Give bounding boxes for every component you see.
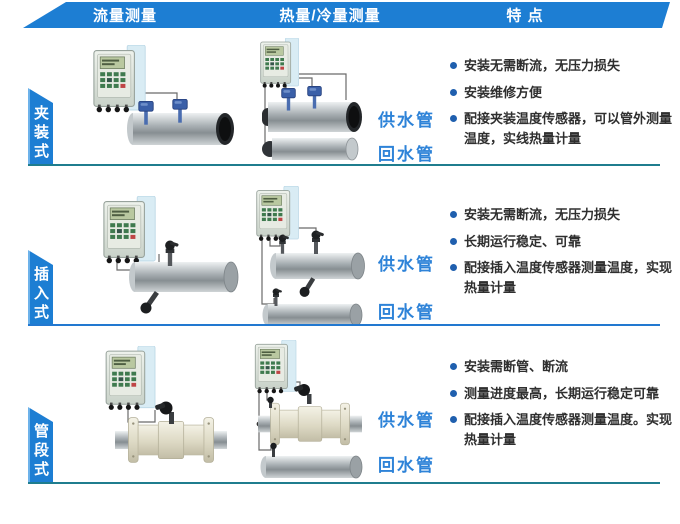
tab-clamp-on-label: 夹装式 <box>32 104 49 162</box>
insertion-heat-illustration <box>256 186 365 326</box>
flanged-meter-icon <box>258 402 362 446</box>
pipe <box>129 261 239 293</box>
pipe-section-flow-illustration <box>105 346 227 463</box>
meter-sensor-head <box>155 401 174 424</box>
transmitter-icon <box>260 38 300 89</box>
return-pipe <box>262 303 363 326</box>
feature-text: 安装维修方便 <box>464 84 543 100</box>
feature-item: 长期运行稳定、可靠 <box>450 232 674 252</box>
feature-list-clamp-on: 安装无需断流，无压力损失 安装维修方便 配接夹装温度传感器，可以管外测量温度，实… <box>450 56 674 155</box>
cable-line <box>127 406 156 423</box>
insertion-sensor-icon <box>311 230 324 254</box>
section-divider <box>28 164 660 166</box>
transmitter-icon <box>93 45 146 113</box>
feature-text: 长期运行稳定、可靠 <box>464 233 582 249</box>
tab-pipe-section-label: 管段式 <box>32 423 49 480</box>
tab-pipe-section-type: 管段式 <box>28 407 53 484</box>
supply-pipe-label: 供水管 <box>378 111 435 130</box>
feature-item: 安装维修方便 <box>450 83 674 103</box>
feature-list-pipe-section: 安装需断管、断流 测量进度最高，长期运行稳定可靠 配接插入温度传感器测量温度。实… <box>450 357 674 456</box>
bullet-icon <box>450 264 457 271</box>
return-pipe <box>260 455 363 479</box>
feature-text: 配接夹装温度传感器，可以管外测量温度，实线热量计量 <box>464 111 673 146</box>
bullet-icon <box>450 416 457 423</box>
tab-insertion-type: 插入式 <box>28 250 53 326</box>
feature-item: 配接插入温度传感器测量温度，实现热量计量 <box>450 258 674 297</box>
column-header-flow: 流量测量 <box>92 7 158 25</box>
clamp-on-flow-illustration <box>93 45 234 145</box>
bullet-icon <box>450 88 457 96</box>
meter-sensor-head <box>294 384 312 404</box>
feature-text: 安装需断管、断流 <box>464 359 569 374</box>
supply-pipe-label: 供水管 <box>378 411 435 430</box>
feature-item: 配接插入温度传感器测量温度。实现热量计量 <box>450 410 674 449</box>
return-pipe-label: 回水管 <box>378 145 435 164</box>
return-pipe-label: 回水管 <box>378 303 435 322</box>
section-divider <box>28 482 660 484</box>
stub-sensor <box>267 396 274 408</box>
insertion-flow-illustration <box>103 196 239 314</box>
bullet-icon <box>450 115 457 122</box>
bullet-icon <box>450 237 457 245</box>
feature-text: 配接插入温度传感器测量温度。实现热量计量 <box>464 412 673 447</box>
feature-text: 测量进度最高，长期运行稳定可靠 <box>464 385 660 401</box>
insertion-probe-below <box>299 277 316 297</box>
tab-insertion-label: 插入式 <box>32 265 49 323</box>
feature-item: 配接夹装温度传感器，可以管外测量温度，实线热量计量 <box>450 109 674 148</box>
flanged-meter-icon <box>115 417 227 463</box>
feature-text: 配接插入温度传感器测量温度，实现热量计量 <box>464 260 673 295</box>
return-pipe <box>262 137 359 161</box>
feature-item: 安装无需断流，无压力损失 <box>450 56 674 76</box>
column-header-heat: 热量/冷量测量 <box>279 7 381 25</box>
bullet-icon <box>450 62 457 69</box>
feature-item: 测量进度最高，长期运行稳定可靠 <box>450 384 674 404</box>
header-bar: 流量测量 热量/冷量测量 特 点 <box>10 2 670 28</box>
transmitter-icon <box>103 196 156 264</box>
feature-item: 安装需断管、断流 <box>450 357 674 377</box>
transmitter-icon <box>254 340 297 394</box>
section-divider <box>28 324 660 326</box>
return-pipe-label: 回水管 <box>378 456 435 475</box>
feature-list-insertion: 安装无需断流，无压力损失 长期运行稳定、可靠 配接插入温度传感器测量温度，实现热… <box>450 205 674 304</box>
supply-pipe <box>270 252 365 280</box>
pipe-section-heat-illustration <box>254 340 363 479</box>
return-pipe-sensor <box>270 442 277 457</box>
insertion-probe-below <box>140 291 159 314</box>
pipe-with-open-end <box>127 113 234 145</box>
bullet-icon <box>450 211 457 218</box>
supply-pipe-label: 供水管 <box>378 255 435 274</box>
transmitter-icon <box>256 186 299 242</box>
feature-text: 安装无需断流，无压力损失 <box>464 58 621 73</box>
feature-text: 安装无需断流，无压力损失 <box>464 207 621 222</box>
feature-item: 安装无需断流，无压力损失 <box>450 205 674 225</box>
tab-clamp-on-type: 夹装式 <box>28 88 53 166</box>
column-header-features: 特 点 <box>506 7 544 25</box>
bullet-icon <box>450 389 457 397</box>
clamp-on-heat-illustration <box>260 38 362 161</box>
transmitter-icon <box>105 346 156 411</box>
supply-pipe <box>262 102 362 132</box>
bullet-icon <box>450 363 457 370</box>
